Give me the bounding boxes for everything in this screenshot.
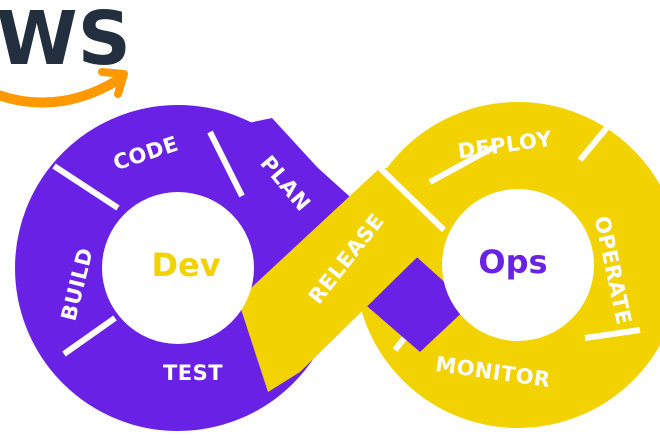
dev-hub bbox=[102, 192, 254, 344]
ops-hub bbox=[442, 189, 594, 341]
aws-smile-arrow-icon bbox=[98, 68, 128, 98]
aws-smile-icon bbox=[0, 75, 123, 108]
ops-label: Ops bbox=[478, 243, 547, 281]
test-label: TEST bbox=[163, 361, 223, 385]
aws-logo-text: WS bbox=[0, 0, 131, 82]
release-band bbox=[238, 168, 445, 392]
dev-label: Dev bbox=[151, 246, 220, 284]
aws-logo: WS bbox=[0, 0, 131, 108]
